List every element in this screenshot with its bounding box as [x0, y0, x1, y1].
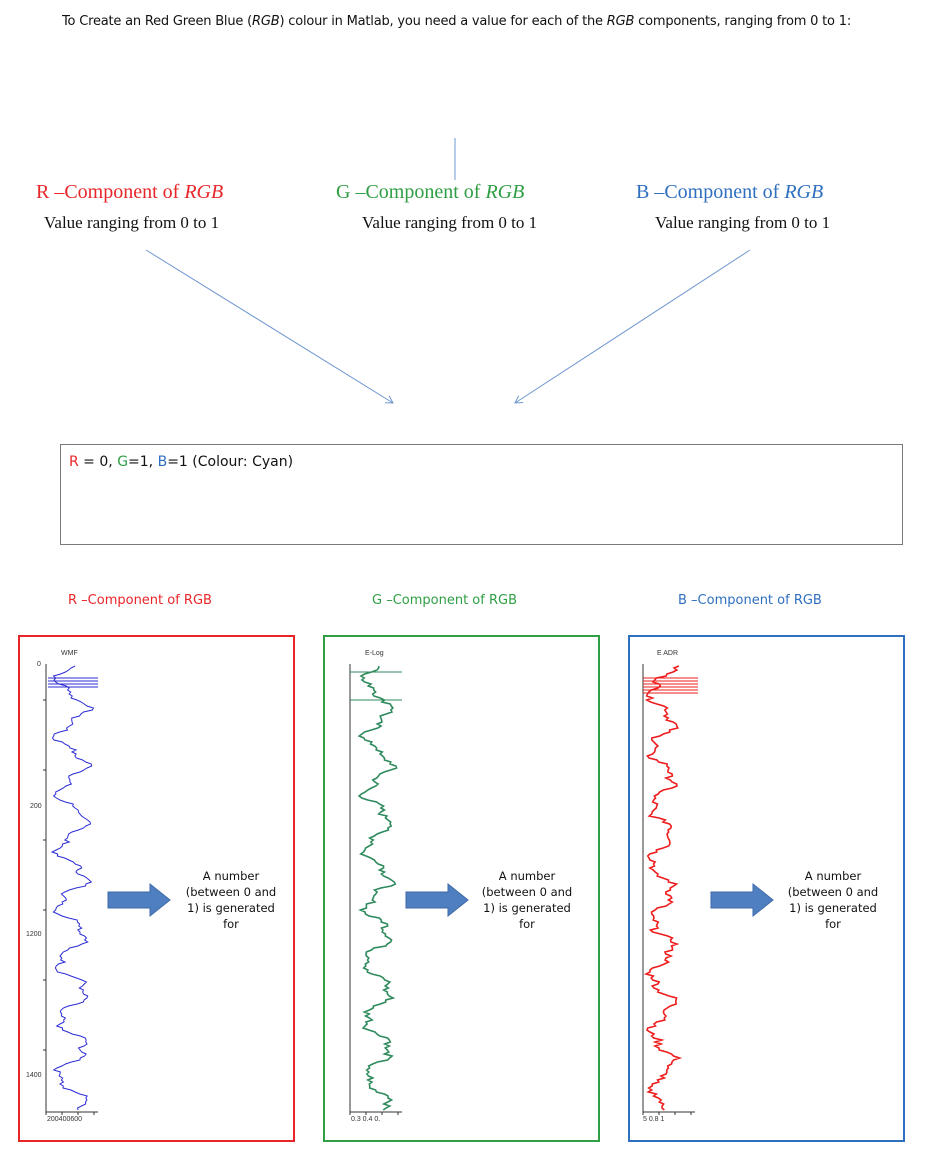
- b-log-title: E ADR: [657, 650, 679, 657]
- result-b-value: =1 (Colour: Cyan): [167, 454, 294, 470]
- b-heading-text: B –Component of: [636, 181, 785, 203]
- b-description: A number (between 0 and 1) is generated …: [778, 868, 888, 932]
- r-heading-rgb: RGB: [184, 181, 224, 203]
- intro-part-2: ) colour in Matlab, you need a value for…: [279, 14, 607, 29]
- result-r-value: = 0,: [78, 454, 118, 470]
- b-panel: [628, 635, 905, 1142]
- r-y-tick-1200: 1200: [26, 931, 42, 938]
- result-b-label: B: [157, 454, 168, 470]
- r-component-sub: Value ranging from 0 to 1: [44, 213, 220, 232]
- g-desc-line-4: for: [519, 917, 535, 931]
- g-log-title: E-Log: [365, 650, 384, 657]
- result-box: R = 0, G=1, B=1 (Colour: Cyan): [60, 444, 903, 545]
- r-desc-line-4: for: [223, 917, 239, 931]
- r-panel-title: R –Component of RGB: [68, 593, 212, 608]
- intro-text: To Create an Red Green Blue (RGB) colour…: [62, 14, 902, 29]
- r-y-tick-200: 200: [30, 803, 42, 810]
- g-block-arrow: [405, 882, 469, 918]
- g-log-trace: [357, 666, 398, 1111]
- r-log-title: WMF: [61, 650, 78, 657]
- b-log-trace: [643, 665, 683, 1111]
- b-desc-line-2: (between 0 and: [787, 885, 879, 899]
- r-panel: [18, 635, 295, 1142]
- result-g-label: G: [117, 454, 129, 470]
- result-text: R = 0, G=1, B=1 (Colour: Cyan): [69, 454, 293, 470]
- intro-rgb-1: RGB: [252, 14, 280, 29]
- b-x-ticks: 5 0.8 1: [643, 1116, 665, 1123]
- r-connector-arrow: [145, 249, 394, 404]
- r-desc-line-1: A number: [202, 869, 260, 883]
- r-x-ticks: 200400600: [47, 1116, 83, 1123]
- g-desc-line-2: (between 0 and: [481, 885, 573, 899]
- r-desc-line-2: (between 0 and: [185, 885, 277, 899]
- g-heading-rgb: RGB: [485, 181, 525, 203]
- b-connector-arrow: [514, 249, 751, 404]
- r-y-tick-0: 0: [37, 661, 41, 668]
- r-description: A number (between 0 and 1) is generated …: [176, 868, 286, 932]
- r-y-tick-1400: 1400: [26, 1072, 42, 1079]
- b-component-heading: B –Component of RGB: [636, 181, 823, 204]
- r-component-heading: R –Component of RGB: [36, 181, 223, 204]
- g-component-heading: G –Component of RGB: [336, 181, 524, 204]
- g-description: A number (between 0 and 1) is generated …: [472, 868, 582, 932]
- b-component-sub: Value ranging from 0 to 1: [655, 213, 831, 232]
- b-desc-line-3: 1) is generated: [789, 901, 877, 915]
- b-panel-title: B –Component of RGB: [678, 593, 822, 608]
- result-r-label: R: [69, 454, 79, 470]
- intro-part-3: components, ranging from 0 to 1:: [634, 14, 851, 29]
- r-block-arrow: [107, 882, 171, 918]
- intro-part-1: To Create an Red Green Blue (: [62, 14, 252, 29]
- g-desc-line-3: 1) is generated: [483, 901, 571, 915]
- b-heading-rgb: RGB: [784, 181, 824, 203]
- g-desc-line-1: A number: [498, 869, 556, 883]
- r-heading-text: R –Component of: [36, 181, 185, 203]
- g-panel: [323, 635, 600, 1142]
- g-heading-text: G –Component of: [336, 181, 486, 203]
- b-desc-line-4: for: [825, 917, 841, 931]
- r-log-trace: [50, 665, 95, 1111]
- result-g-value: =1,: [128, 454, 158, 470]
- b-desc-line-1: A number: [804, 869, 862, 883]
- r-desc-line-3: 1) is generated: [187, 901, 275, 915]
- g-component-sub: Value ranging from 0 to 1: [362, 213, 538, 232]
- b-block-arrow: [710, 882, 774, 918]
- intro-rgb-2: RGB: [606, 14, 635, 29]
- g-panel-title: G –Component of RGB: [372, 593, 517, 608]
- g-x-ticks: 0.3 0.4 0.: [351, 1116, 381, 1123]
